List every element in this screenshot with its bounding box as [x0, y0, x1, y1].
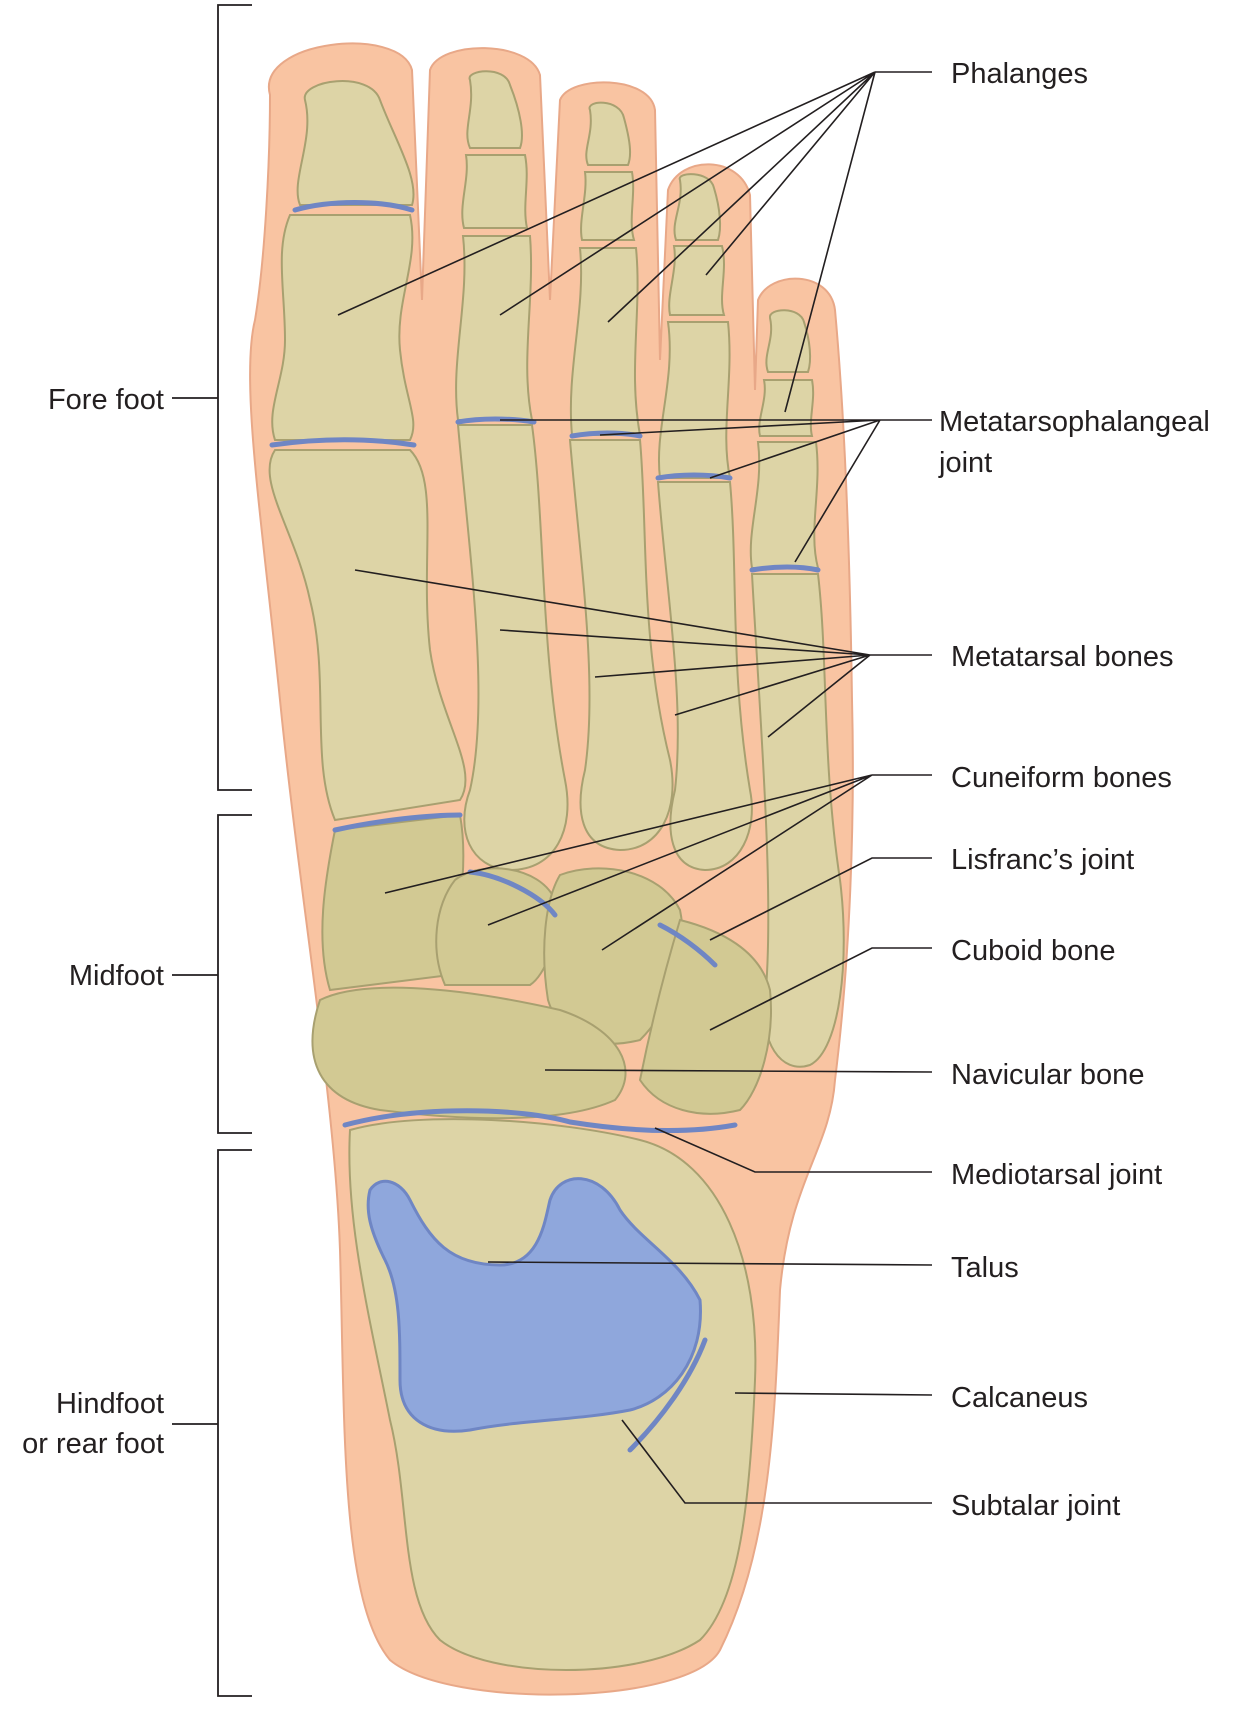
structure-labels: Phalanges Metatarsophalangeal joint Meta…	[938, 58, 1210, 1522]
mtp-joint-1	[269, 437, 417, 448]
lisfranc-joint-line	[332, 812, 718, 968]
toe-1-distal	[296, 80, 415, 206]
mtp-joint-5	[749, 564, 821, 573]
toe-3-distal	[585, 101, 632, 166]
toe-3-middle	[580, 171, 636, 241]
cuboid-label: Cuboid bone	[951, 935, 1115, 967]
midfoot-group	[311, 813, 772, 1120]
subtalar-joint-line	[627, 1337, 708, 1453]
metatarsal-label: Metatarsal bones	[951, 641, 1173, 673]
navicular	[311, 986, 627, 1120]
mediotarsal-joint-line	[342, 1108, 738, 1134]
mtp-joint-4	[655, 472, 733, 481]
toe-3-proximal	[569, 247, 642, 436]
talus-label: Talus	[951, 1252, 1019, 1284]
talus-leader	[487, 1261, 933, 1266]
cuboid-leader	[709, 947, 932, 1031]
toe-2-middle	[461, 154, 529, 229]
mtp-label-line1: Metatarsophalangeal	[939, 406, 1210, 438]
subtalar-leader	[621, 1419, 932, 1504]
calcaneus-label: Calcaneus	[951, 1382, 1088, 1414]
mtp-leader	[500, 419, 932, 563]
metatarsal-5	[750, 573, 845, 1068]
fore-foot-label: Fore foot	[48, 384, 164, 416]
mediotarsal-label: Mediotarsal joint	[951, 1159, 1162, 1191]
metatarsal-leader	[354, 569, 932, 738]
midfoot-label: Midfoot	[69, 960, 164, 992]
navicular-label: Navicular bone	[951, 1059, 1144, 1091]
hindfoot-bracket	[172, 1149, 252, 1697]
navicular-leader	[544, 1069, 933, 1073]
mediotarsal-leader	[654, 1127, 932, 1173]
lateral-cuneiform	[543, 867, 684, 1045]
toe-4-proximal	[658, 321, 732, 479]
phalanges-leader	[337, 71, 932, 413]
region-brackets	[172, 4, 252, 1697]
metatarsal-4	[656, 481, 753, 872]
subtalar-label: Subtalar joint	[951, 1490, 1120, 1522]
toe-4-distal	[673, 173, 722, 241]
leader-lines	[337, 71, 933, 1504]
joint-lines	[269, 200, 821, 1453]
cuneiform-leader	[384, 774, 932, 951]
hindfoot-group	[348, 1118, 757, 1671]
cuneiform-label: Cuneiform bones	[951, 762, 1172, 794]
mtp-joint-2	[455, 416, 537, 425]
forefoot-bracket	[172, 4, 252, 791]
lisfranc-leader	[709, 857, 932, 941]
phalanges-group	[271, 70, 820, 569]
region-labels: Fore foot Midfoot Hindfoot or rear foot	[22, 384, 164, 1460]
metatarsal-group	[268, 424, 845, 1068]
talus	[366, 1177, 702, 1433]
ip-joint-1	[292, 200, 415, 213]
intermediate-cuneiform	[435, 867, 557, 986]
mtp-joint-3	[569, 430, 643, 439]
toe-2-distal	[466, 70, 523, 149]
metatarsal-3	[568, 439, 674, 852]
hindfoot-label-line2: or rear foot	[22, 1428, 164, 1460]
hindfoot-label-line1: Hindfoot	[56, 1388, 164, 1420]
midfoot-bracket	[172, 814, 252, 1134]
toe-2-proximal	[455, 235, 534, 421]
toe-1-proximal	[271, 214, 415, 441]
metatarsal-1	[268, 449, 467, 822]
mtp-label-line2: joint	[938, 447, 992, 479]
cuboid	[638, 918, 772, 1115]
lisfranc-label: Lisfranc’s joint	[951, 844, 1134, 876]
phalanges-label: Phalanges	[951, 58, 1088, 90]
toe-4-middle	[668, 245, 726, 316]
calcaneus-leader	[734, 1392, 933, 1396]
